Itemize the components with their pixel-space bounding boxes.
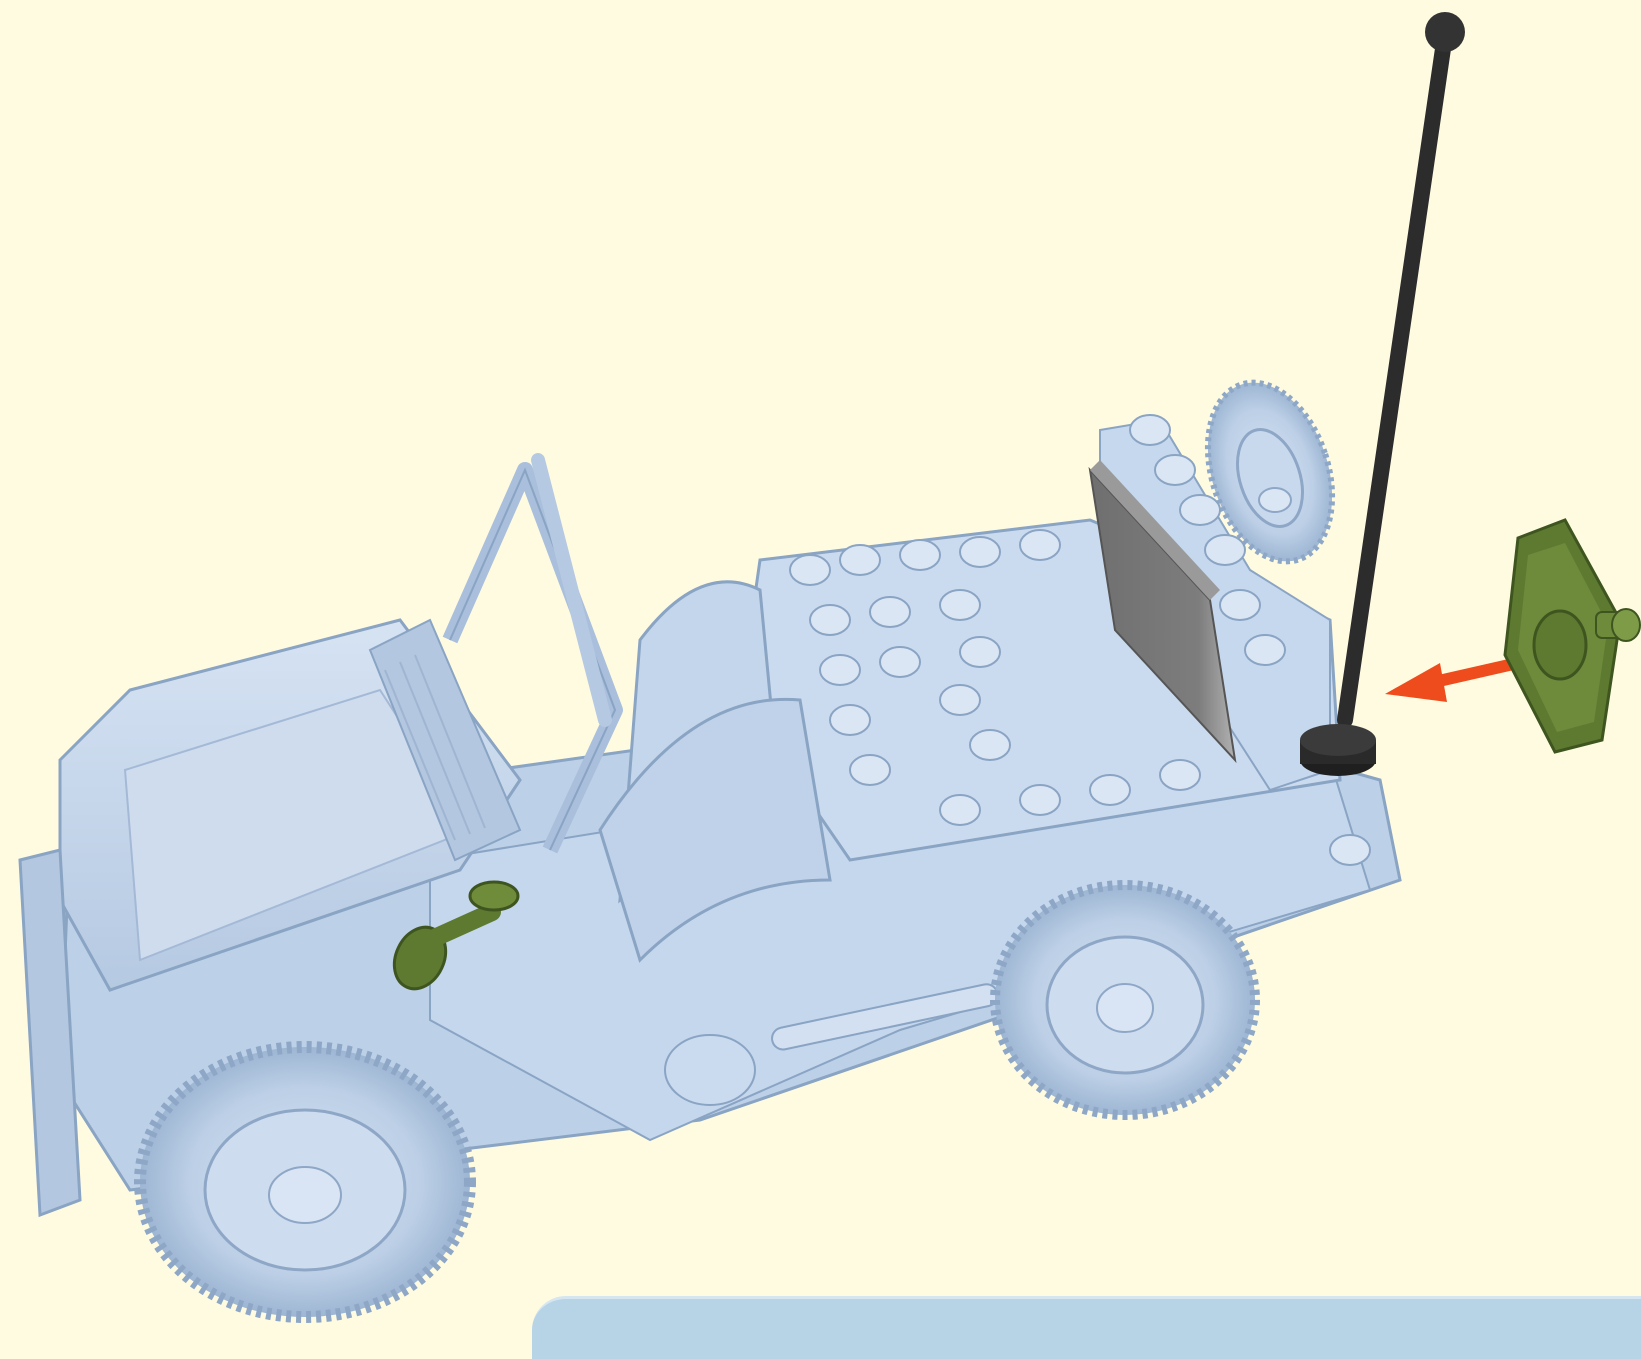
instruction-page — [0, 0, 1641, 1323]
stud — [1090, 775, 1130, 805]
stud — [960, 537, 1000, 567]
stud — [1205, 535, 1245, 565]
stud — [1160, 760, 1200, 790]
stud — [940, 795, 980, 825]
stud — [810, 605, 850, 635]
stud — [1130, 415, 1170, 445]
rear-wheel — [995, 885, 1255, 1115]
stud — [870, 597, 910, 627]
rear-mount-part — [1505, 520, 1640, 752]
stud — [850, 755, 890, 785]
stud — [900, 540, 940, 570]
stud — [830, 705, 870, 735]
stud — [940, 590, 980, 620]
stud — [970, 730, 1010, 760]
footer-panel — [532, 1296, 1641, 1359]
stud — [1020, 785, 1060, 815]
stud — [1330, 835, 1370, 865]
stud — [940, 685, 980, 715]
stud — [1245, 635, 1285, 665]
stud — [1180, 495, 1220, 525]
stud — [820, 655, 860, 685]
stud — [1220, 590, 1260, 620]
stud — [790, 555, 830, 585]
assembly-illustration — [0, 0, 1641, 1323]
stud — [1020, 530, 1060, 560]
stud — [840, 545, 880, 575]
stud — [1155, 455, 1195, 485]
front-wheel — [140, 1047, 470, 1317]
stud — [880, 647, 920, 677]
stud — [960, 637, 1000, 667]
